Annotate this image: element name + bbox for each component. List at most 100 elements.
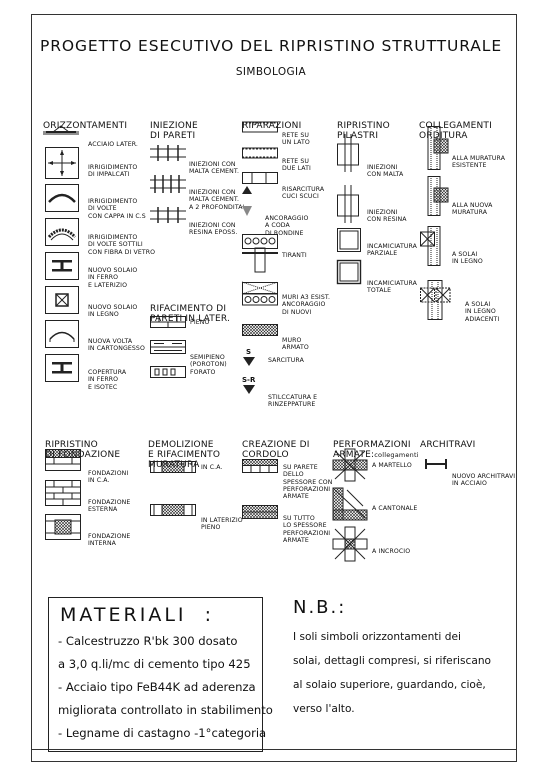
symbol-tiranti	[242, 234, 278, 273]
symbol-muro-armato	[242, 324, 278, 336]
label-tiranti: TIRANTI	[282, 252, 307, 259]
label-s-mark: S	[246, 348, 252, 356]
symbol-cordolo-tutto-spessore	[242, 505, 278, 519]
drawing-title: PROGETTO ESECUTIVO DEL RIPRISTINO STRUTT…	[39, 37, 503, 55]
nb-line-4: verso l'alto.	[293, 703, 355, 715]
symbol-iniezioni-resina	[150, 207, 186, 223]
symbol-coll-solai-adiacenti	[420, 280, 451, 320]
symbol-coll-solai-legno	[420, 226, 441, 266]
symbol-fondazioni-ca	[45, 449, 81, 471]
symbol-muri-esist-ancoraggio	[241, 281, 279, 306]
symbol-incamiciatura-parziale	[337, 228, 361, 252]
materiali-line-2: a 3,0 q.li/mc di cemento tipo 425	[58, 657, 251, 671]
symbol-rete-un-lato	[242, 121, 278, 133]
symbol-pilastri-resina	[337, 185, 359, 223]
symbol-pieno	[150, 316, 186, 328]
nb-title: N.B.:	[293, 597, 347, 618]
symbol-fondazione-esterna	[45, 480, 81, 506]
symbol-nuova-volta-cartongesso	[45, 320, 79, 348]
symbol-a-martello	[332, 448, 368, 482]
section-head-riparazioni: RIPARAZIONI	[242, 120, 302, 131]
symbol-acciaio-later	[43, 125, 79, 135]
symbol-coll-nuova-muratura	[427, 176, 449, 216]
symbol-fondazione-interna	[45, 514, 81, 540]
materiali-line-5: - Legname di castagno -1°categoria	[58, 726, 267, 740]
symbol-incamiciatura-totale	[336, 259, 362, 285]
label-a-cantonale: A CANTONALE	[372, 505, 418, 512]
divider-line	[31, 749, 517, 750]
materiali-title: MATERIALI :	[60, 604, 214, 626]
symbol-forato	[150, 366, 186, 378]
materiali-line-1: - Calcestruzzo R'bk 300 dosato	[58, 634, 238, 648]
symbol-pilastri-malta	[337, 134, 359, 172]
symbol-demolizione-laterizio	[150, 504, 196, 516]
symbol-nuovo-solaio-ferro	[45, 252, 79, 280]
label-sr-mark: S-R	[242, 376, 256, 384]
symbol-irrigidimento-impalcati	[45, 147, 79, 179]
label-demolizione-ca: IN C.A.	[201, 464, 223, 471]
symbol-sarcitura	[243, 357, 255, 366]
label-sarcitura: SARCITURA	[268, 357, 304, 364]
symbol-stilccatura	[243, 385, 255, 394]
label-a-martello: A MARTELLO	[372, 462, 412, 469]
symbol-demolizione-ca	[150, 461, 196, 473]
drawing-subtitle: SIMBOLOGIA	[235, 66, 307, 78]
symbol-iniezioni-malta-2prof	[150, 175, 186, 193]
label-a-incrocio: A INCROCIO	[372, 548, 411, 555]
section-head-architravi: ARCHITRAVI	[420, 439, 476, 450]
symbol-iniezioni-malta	[150, 145, 186, 161]
symbol-risarcitura	[242, 172, 278, 194]
label-forato: FORATO	[190, 369, 216, 376]
nb-line-2: solai, dettagli compresi, si riferiscano	[293, 655, 492, 667]
materiali-line-3: - Acciaio tipo FeB44K ad aderenza	[58, 680, 256, 694]
materiali-line-4: migliorata controllato in stabilimento	[58, 703, 273, 717]
label-acciaio-later: ACCIAIO LATER.	[88, 141, 138, 149]
symbol-nuovo-architrave	[425, 459, 447, 469]
materiali-section: MATERIALI : - Calcestruzzo R'bk 300 dosa…	[48, 597, 273, 752]
symbol-a-cantonale	[332, 487, 368, 521]
symbol-rete-due-lati	[242, 147, 278, 159]
drawing-frame	[31, 14, 517, 762]
symbol-coll-muratura-esistente	[427, 126, 449, 170]
section-head-orizzontamenti: ORIZZONTAMENTI	[43, 120, 128, 131]
symbol-semipieno	[150, 340, 186, 354]
nb-section: N.B.: I soli simboli orizzontamenti dei …	[293, 597, 508, 748]
symbol-a-incrocio	[332, 526, 368, 562]
label-semipieno: SEMIPIENO(POROTON)	[190, 354, 227, 369]
label-pieno: PIENO	[190, 319, 210, 326]
symbol-irrigidimento-volte-cappa	[45, 184, 79, 212]
nb-line-1: I soli simboli orizzontamenti dei	[293, 631, 461, 643]
